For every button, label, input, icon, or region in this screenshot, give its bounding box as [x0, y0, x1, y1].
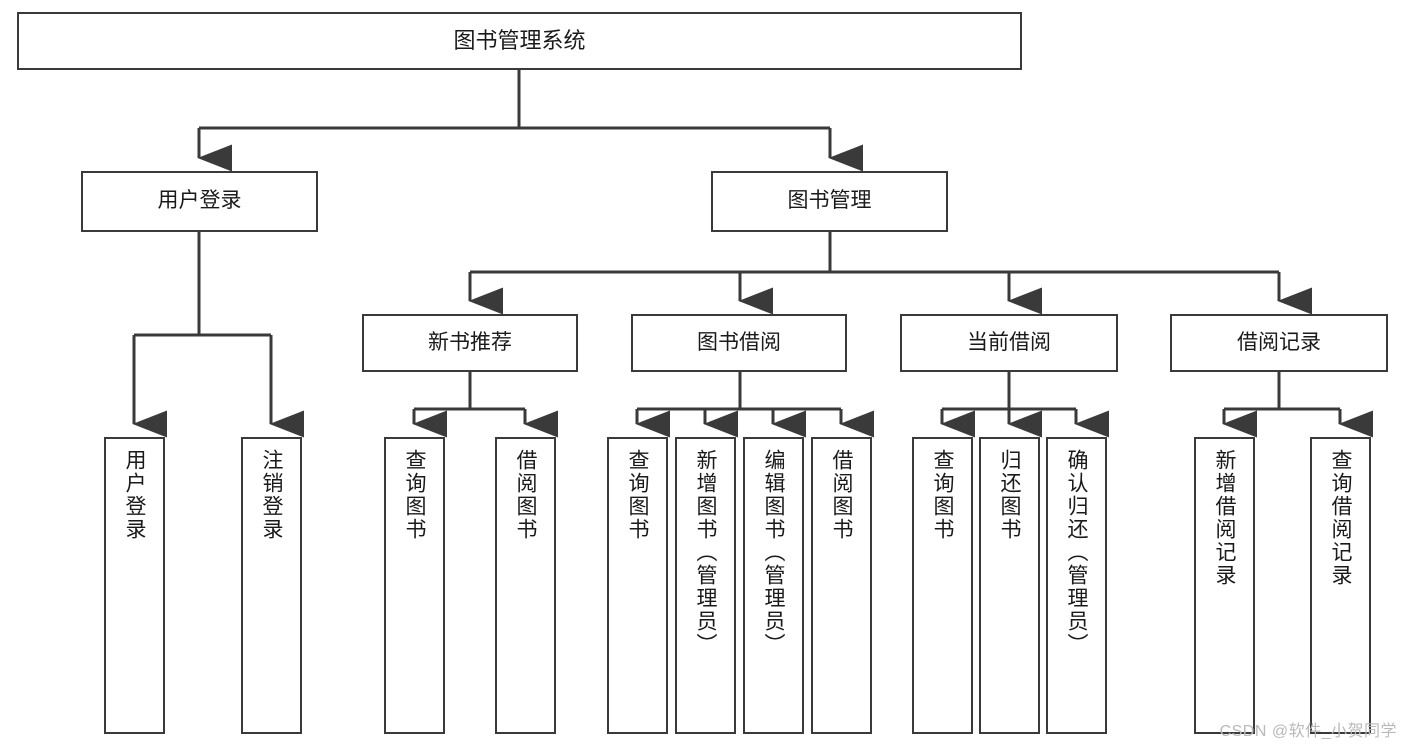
- node-label: 新书推荐: [428, 330, 512, 354]
- node-label: 归还图书: [998, 449, 1021, 541]
- node-new-book-recommend[interactable]: 新书推荐: [362, 314, 578, 372]
- node-borrow-record[interactable]: 借阅记录: [1170, 314, 1388, 372]
- watermark: CSDN @软件_小贺同学: [1219, 723, 1397, 740]
- node-label: 图书借阅: [697, 330, 781, 354]
- node-label: 借阅图书: [514, 449, 537, 541]
- node-label: 借阅记录: [1237, 330, 1321, 354]
- node-label: 用户登录: [157, 189, 242, 213]
- leaf-record-add-record[interactable]: 新增借阅记录: [1194, 437, 1255, 734]
- node-label: 编辑图书（管理员）: [762, 449, 785, 656]
- node-label: 注销登录: [260, 449, 283, 541]
- node-book-management[interactable]: 图书管理: [711, 171, 948, 232]
- node-label: 当前借阅: [967, 330, 1051, 354]
- node-label: 查询借阅记录: [1329, 449, 1352, 587]
- node-label: 用户登录: [123, 449, 146, 541]
- node-label: 图书管理系统: [453, 28, 586, 54]
- node-root-system[interactable]: 图书管理系统: [17, 12, 1022, 70]
- leaf-user-logout[interactable]: 注销登录: [241, 437, 302, 734]
- node-label: 新增借阅记录: [1213, 449, 1236, 587]
- leaf-recommend-query-book[interactable]: 查询图书: [384, 437, 445, 734]
- leaf-borrow-borrow-book[interactable]: 借阅图书: [811, 437, 872, 734]
- leaf-borrow-query-book[interactable]: 查询图书: [607, 437, 668, 734]
- node-label: 图书管理: [787, 189, 872, 213]
- node-user-login[interactable]: 用户登录: [81, 171, 318, 232]
- node-label: 查询图书: [626, 449, 649, 541]
- leaf-current-return-book[interactable]: 归还图书: [979, 437, 1040, 734]
- node-book-borrow[interactable]: 图书借阅: [631, 314, 847, 372]
- leaf-current-query-book[interactable]: 查询图书: [912, 437, 973, 734]
- node-current-borrow[interactable]: 当前借阅: [900, 314, 1118, 372]
- node-label: 新增图书（管理员）: [694, 449, 717, 656]
- node-label: 借阅图书: [830, 449, 853, 541]
- leaf-borrow-edit-book-admin[interactable]: 编辑图书（管理员）: [743, 437, 804, 734]
- node-label: 查询图书: [931, 449, 954, 541]
- leaf-borrow-add-book-admin[interactable]: 新增图书（管理员）: [675, 437, 736, 734]
- leaf-record-query-record[interactable]: 查询借阅记录: [1310, 437, 1371, 734]
- node-label: 确认归还（管理员）: [1065, 449, 1088, 656]
- node-label: 查询图书: [403, 449, 426, 541]
- leaf-current-confirm-return-admin[interactable]: 确认归还（管理员）: [1046, 437, 1107, 734]
- leaf-recommend-borrow-book[interactable]: 借阅图书: [495, 437, 556, 734]
- leaf-user-login[interactable]: 用户登录: [104, 437, 165, 734]
